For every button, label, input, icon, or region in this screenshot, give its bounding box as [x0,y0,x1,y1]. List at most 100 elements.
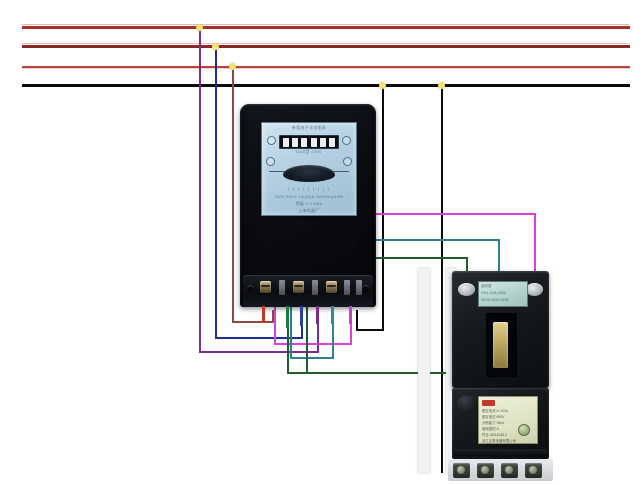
breaker-spec-line-5: 符合 GB14048.2 [482,433,507,437]
meter-wire-stub-magenta [349,306,352,324]
meter-register-display [279,135,339,149]
meter-wire-stub-purple [316,306,319,324]
drop-neutral-left-black [382,85,384,330]
breaker-spec-line-1: 额定电流 In 100A [482,409,509,413]
loop-teal-top [290,239,500,241]
breaker-indicator-left [458,283,475,296]
drop-phase1-purple [199,27,201,352]
breaker-terminal-base[interactable] [448,459,553,481]
register-digit [292,137,299,147]
loop-magenta-top [274,213,536,215]
breaker-terminal-4[interactable] [525,463,542,478]
meter-wire-stub-teal [331,306,334,324]
breaker-spec-line-4: 使用类别 A [482,427,499,431]
breaker-nameplate: 施耐德 CM1-100L/3300 MOULDED CASE [478,281,528,307]
breaker-adjust-dial[interactable] [457,395,476,412]
breaker-spec-line-3: 分断能力 35kA [482,421,505,425]
breaker-terminal-1[interactable] [453,463,470,478]
meter-terminal-6[interactable] [344,280,350,295]
breaker-nameplate-line-1: 施耐德 [481,284,492,288]
meter-spec-line-2: 等级 2.0 kWh [295,201,323,206]
terminal-mount-hole-right [362,285,369,292]
meter-terminal-block[interactable] [243,275,373,307]
meter-terminal-5[interactable] [326,281,337,293]
meter-terminal-7[interactable] [356,280,362,295]
breaker-lower-housing: 额定电流 In 100A 额定电压 690V 分断能力 35kA 使用类别 A … [452,388,549,459]
phase-line-2 [22,45,630,48]
phase-line-3 [22,66,630,68]
junction-neutral-tap-left [379,82,386,89]
meter-disc-bar-right [333,171,349,172]
meter-rotating-disc [283,165,335,182]
breaker-spec-line-6: 浙江正泰电器有限公司 [482,439,516,443]
register-digit [301,137,308,147]
drop-phase3-brown [232,67,234,322]
breaker-nameplate-line-3: MOULDED CASE [481,298,510,302]
drop-neutral-right-black [441,85,443,473]
phase-line-3-halo [22,68,630,69]
breaker-spec-label: 额定电流 In 100A 额定电压 690V 分断能力 35kA 使用类别 A … [478,396,538,444]
register-digit [319,137,326,147]
breaker-nameplate-line-2: CM1-100L/3300 [481,291,507,295]
breaker-upper-housing: 施耐德 CM1-100L/3300 MOULDED CASE [452,271,549,388]
riser-phase2-blue-to-terminal [301,322,303,338]
breaker-mount-rail-left [418,268,430,473]
register-digit [310,137,317,147]
run-phase1-purple-horizontal [199,351,319,353]
riser-phase3-brown-to-terminal [272,310,274,322]
meter-terminal-1[interactable] [260,281,271,293]
meter-scale-marks: | | | | | | | | | [287,186,331,191]
terminal-mount-hole-left [247,285,254,292]
meter-face-knob-right [342,136,351,145]
loop-green-left [306,257,308,373]
junction-phase3-tap [229,63,236,70]
breaker-brand-logo [482,400,495,406]
meter-disc-bar-left [269,171,285,172]
meter-wire-stub-red [262,306,265,323]
breaker-terminal-3[interactable] [501,463,518,478]
electricity-meter[interactable]: 单相电子式电能表 DDS型 220V | | | | | | | | | 220… [240,104,376,307]
junction-phase1-tap [196,24,203,31]
breaker-spec-line-2: 额定电压 690V [482,415,505,419]
register-digit [283,137,290,147]
neutral-line [22,84,630,87]
meter-face-knob-left [267,136,276,145]
breaker-handle-well [486,313,517,377]
breaker-indicator-right [526,283,543,296]
meter-terminal-2[interactable] [279,280,285,295]
breaker-terminal-2[interactable] [477,463,494,478]
meter-faceplate: 单相电子式电能表 DDS型 220V | | | | | | | | | 220… [261,122,357,216]
register-digit [328,137,335,147]
molded-case-circuit-breaker[interactable]: 施耐德 CM1-100L/3300 MOULDED CASE 额定电流 In 1… [424,271,553,481]
phase-line-1 [22,26,630,29]
meter-terminal-3[interactable] [293,281,304,293]
meter-brand-text: 上海电器厂 [298,208,320,213]
loop-green-top [306,257,468,259]
loop-green-bottom [287,372,468,374]
run-phase3-brown-horizontal [232,321,274,323]
meter-spec-line-1: 220V 50Hz 10(40)A 1600imp/kWh [274,194,344,199]
loop-teal-bottom [290,357,334,359]
breaker-seal-dot [518,424,530,436]
meter-wire-stub-green [286,306,289,328]
phase-line-1-halo [22,24,630,25]
loop-magenta-riser [350,310,352,344]
loop-green-riser [287,310,289,373]
breaker-base-stripe [454,449,547,456]
loop-magenta-right [534,213,536,323]
run-phase2-blue-horizontal [215,337,303,339]
phase-line-2-halo [22,43,630,44]
meter-model-text: DDS型 220V [296,149,322,154]
breaker-mount-rail-right [446,268,456,473]
drop-phase2-blue [215,46,217,338]
run-neutral-left-black-horizontal [356,329,384,331]
meter-face-top-text: 单相电子式电能表 [291,125,327,130]
meter-terminal-4[interactable] [312,280,318,295]
loop-magenta-bottom [274,343,352,345]
junction-neutral-tap-right [438,82,445,89]
meter-face-knob-lower-right [343,157,352,166]
loop-teal-riser [332,310,334,358]
meter-face-knob-lower-left [266,157,275,166]
riser-phase1-purple-to-terminal [317,322,319,352]
breaker-toggle-handle[interactable] [493,322,508,368]
